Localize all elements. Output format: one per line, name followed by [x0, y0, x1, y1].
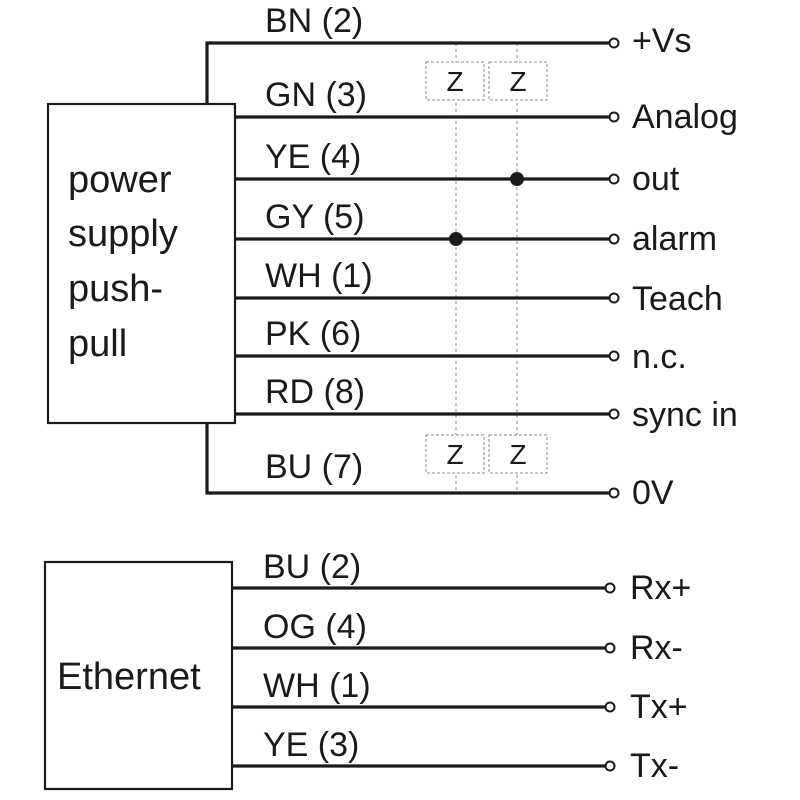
power-box-line-2: supply	[68, 213, 178, 255]
signal-rx-minus: Rx-	[630, 629, 683, 667]
wire-code-gy: GY (5)	[265, 198, 365, 236]
terminal-analog	[608, 111, 620, 123]
power-box-line-3: push-	[68, 268, 163, 310]
z-box-bottom-right	[488, 434, 548, 474]
signal-alarm: alarm	[632, 220, 717, 258]
terminal-sync-in	[608, 408, 620, 420]
signal-teach: Teach	[632, 280, 723, 318]
terminal-teach	[608, 292, 620, 304]
terminal-tx-plus	[604, 701, 616, 713]
z-label-bottom-left: Z	[446, 439, 463, 470]
z-box-top-left	[425, 61, 485, 101]
signal-vs: +Vs	[632, 22, 692, 60]
z-label-bottom-right: Z	[509, 439, 526, 470]
wire-code-eth-bu: BU (2)	[263, 548, 361, 586]
wire-bu	[205, 423, 610, 495]
signal-sync-in: sync in	[632, 396, 738, 434]
wire-code-bn: BN (2)	[265, 2, 363, 40]
wire-code-pk: PK (6)	[265, 315, 361, 353]
ethernet-box	[43, 560, 234, 791]
power-box-line-1: power	[68, 159, 172, 201]
z-label-top-right: Z	[509, 66, 526, 97]
terminal-nc	[608, 350, 620, 362]
terminal-tx-minus	[604, 760, 616, 772]
signal-rx-plus: Rx+	[630, 569, 691, 607]
z-box-top-right	[488, 61, 548, 101]
signal-tx-minus: Tx-	[630, 747, 679, 785]
power-box-line-4: pull	[68, 323, 127, 365]
terminal-rx-minus	[604, 642, 616, 654]
terminal-0v	[608, 487, 620, 499]
wire-code-bu: BU (7)	[265, 448, 363, 486]
terminal-vs	[608, 37, 620, 49]
wire-code-rd: RD (8)	[265, 373, 365, 411]
wire-bn	[205, 41, 610, 104]
terminal-out	[608, 173, 620, 185]
signal-analog: Analog	[632, 98, 738, 136]
signal-tx-plus: Tx+	[630, 688, 688, 726]
terminal-alarm	[608, 233, 620, 245]
wire-code-eth-wh: WH (1)	[263, 667, 371, 705]
z-box-bottom-left	[425, 434, 485, 474]
junction-node-alarm	[449, 232, 463, 246]
wire-code-gn: GN (3)	[265, 76, 367, 114]
wire-code-eth-ye: YE (3)	[263, 726, 359, 764]
wire-code-eth-og: OG (4)	[263, 608, 367, 646]
signal-nc: n.c.	[632, 338, 687, 376]
ethernet-label: Ethernet	[57, 656, 201, 698]
wire-code-ye: YE (4)	[265, 138, 361, 176]
power-supply-box	[46, 102, 237, 425]
z-label-top-left: Z	[446, 66, 463, 97]
signal-out: out	[632, 160, 680, 198]
signal-0v: 0V	[632, 474, 674, 512]
terminal-rx-plus	[604, 582, 616, 594]
junction-node-out	[510, 172, 524, 186]
wire-code-wh: WH (1)	[265, 257, 373, 295]
